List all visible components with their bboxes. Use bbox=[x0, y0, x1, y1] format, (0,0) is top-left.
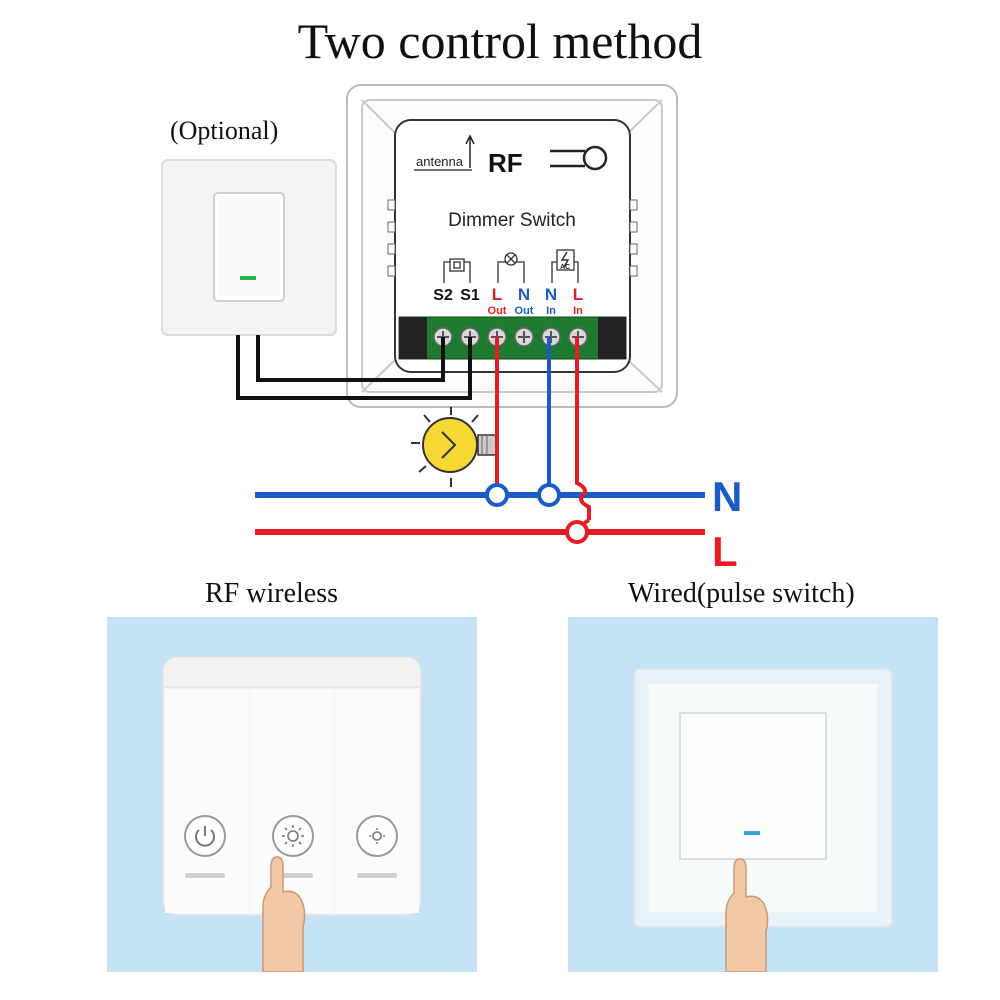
live-in-wire bbox=[575, 337, 591, 520]
pointing-finger-icon bbox=[262, 856, 306, 973]
rf-wireless-panel bbox=[107, 617, 477, 973]
terminal-label-2: S1 bbox=[460, 287, 480, 304]
switch-wires bbox=[236, 335, 472, 400]
junction-lamp-neutral bbox=[485, 483, 509, 507]
indicator-light-icon bbox=[240, 276, 256, 280]
terminal-label-6: L bbox=[573, 285, 583, 304]
lamp-symbol-icon bbox=[497, 252, 525, 283]
terminal-sublabel-6: In bbox=[573, 305, 583, 317]
terminal-label-3: L bbox=[492, 285, 502, 304]
diagram-title: Two control method bbox=[297, 13, 703, 69]
terminal-label-4: N bbox=[518, 285, 530, 304]
rf-wireless-label: RF wireless bbox=[205, 578, 338, 609]
terminal-sublabel-4: Out bbox=[515, 305, 534, 317]
rf-badge: RF bbox=[488, 148, 523, 178]
indicator-light-icon bbox=[744, 831, 760, 835]
brightness-up-icon bbox=[272, 815, 314, 857]
brightness-down-icon bbox=[356, 815, 398, 857]
terminal-sublabel-5: In bbox=[546, 305, 556, 317]
rf-button-icon bbox=[550, 145, 608, 171]
terminal-block bbox=[398, 316, 627, 360]
optional-wall-switch bbox=[161, 159, 337, 336]
power-button-icon bbox=[184, 815, 226, 857]
switch-symbol-icon bbox=[443, 258, 471, 283]
neutral-label: N bbox=[712, 473, 742, 520]
terminal-sublabel-3: Out bbox=[488, 305, 507, 317]
rf-remote-illustration bbox=[162, 656, 422, 973]
antenna-icon bbox=[414, 134, 475, 171]
antenna-label: antenna bbox=[416, 154, 464, 169]
optional-label: (Optional) bbox=[170, 116, 279, 145]
wired-pulse-switch-label: Wired(pulse switch) bbox=[628, 578, 855, 609]
module-name: Dimmer Switch bbox=[448, 210, 576, 231]
ac-power-symbol-icon bbox=[551, 249, 579, 283]
wired-pulse-switch-panel bbox=[568, 617, 938, 973]
ac-label: AC bbox=[560, 264, 570, 271]
pointing-finger-icon bbox=[725, 858, 769, 973]
junction-live bbox=[565, 520, 589, 544]
terminal-label-5: N bbox=[545, 285, 557, 304]
live-label: L bbox=[712, 528, 738, 575]
terminal-label-1: S2 bbox=[433, 287, 453, 304]
wall-switch-illustration bbox=[633, 668, 893, 973]
junction-neutral bbox=[537, 483, 561, 507]
light-bulb-icon bbox=[411, 407, 497, 487]
